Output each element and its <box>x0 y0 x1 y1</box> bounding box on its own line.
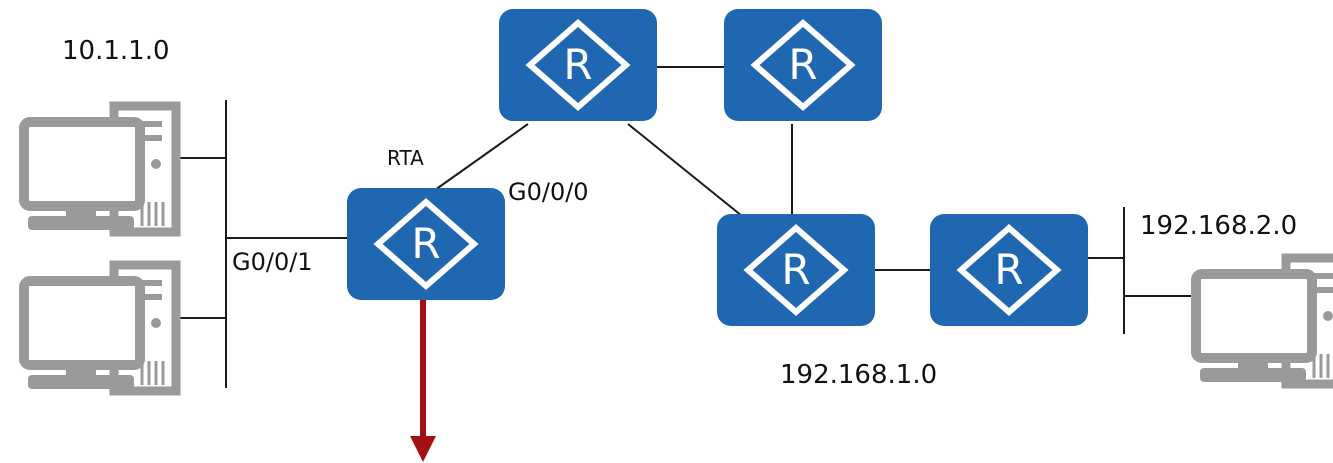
router-core-bottom: R <box>717 214 875 326</box>
port-label-g0-0-1: G0/0/1 <box>232 248 313 276</box>
router-rta: R <box>347 188 505 300</box>
port-label-g0-0-0: G0/0/0 <box>508 178 589 206</box>
router-symbol: R <box>411 219 440 268</box>
router-symbol: R <box>994 245 1023 294</box>
network-label-right-lan: 192.168.2.0 <box>1140 211 1298 241</box>
router-name-label: RTA <box>387 146 424 170</box>
router-edge-right: R <box>930 214 1088 326</box>
router-symbol: R <box>788 40 817 89</box>
router-symbol: R <box>781 245 810 294</box>
outgoing-arrow <box>410 300 436 462</box>
network-links <box>176 66 1192 388</box>
desktop-computer-icon <box>1196 258 1333 384</box>
network-label-transit: 192.168.1.0 <box>780 360 938 390</box>
link-r2-to-r4 <box>627 123 743 217</box>
network-label-left-lan: 10.1.1.0 <box>62 36 170 66</box>
router-core-top-right: R <box>724 9 882 121</box>
link-rta-to-r2 <box>434 123 529 191</box>
router-core-top-left: R <box>499 9 657 121</box>
desktop-computer-icon <box>24 265 176 391</box>
desktop-computer-icon <box>24 106 176 232</box>
router-symbol: R <box>563 40 592 89</box>
